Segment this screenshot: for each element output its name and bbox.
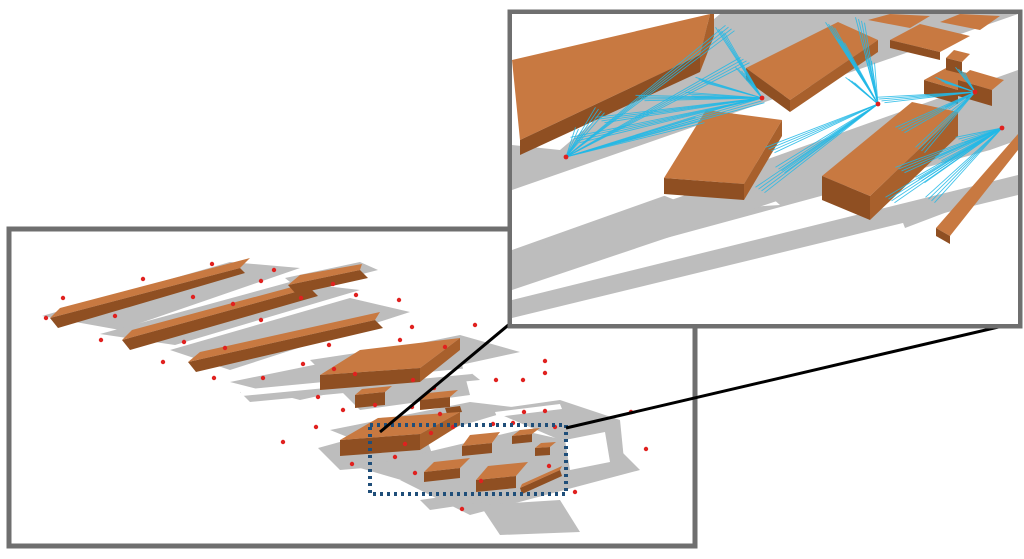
receiver-point	[44, 316, 48, 320]
receiver-point	[354, 293, 358, 297]
receiver-point	[259, 279, 263, 283]
receiver-point	[547, 464, 551, 468]
receiver-point	[543, 409, 547, 413]
receiver-point	[543, 359, 547, 363]
receiver-point	[973, 90, 978, 95]
receiver-point	[393, 455, 397, 459]
receiver-point	[231, 302, 235, 306]
receiver-point	[61, 296, 65, 300]
receiver-point	[113, 314, 117, 318]
receiver-point	[332, 367, 336, 371]
receiver-point	[564, 155, 569, 160]
receiver-point	[398, 338, 402, 342]
receiver-point	[316, 395, 320, 399]
receiver-point	[494, 378, 498, 382]
receiver-point	[350, 462, 354, 466]
receiver-point	[299, 296, 303, 300]
receiver-point	[543, 371, 547, 375]
receiver-point	[479, 479, 483, 483]
receiver-point	[261, 376, 265, 380]
receiver-point	[403, 442, 407, 446]
receiver-point	[438, 412, 442, 416]
receiver-point	[182, 340, 186, 344]
receiver-point	[99, 338, 103, 342]
receiver-point	[411, 378, 415, 382]
receiver-point	[573, 490, 577, 494]
receiver-point	[521, 378, 525, 382]
receiver-point	[876, 102, 881, 107]
receiver-point	[353, 372, 357, 376]
receiver-point	[644, 447, 648, 451]
receiver-point	[314, 425, 318, 429]
receiver-point	[397, 298, 401, 302]
receiver-point	[341, 408, 345, 412]
receiver-point	[161, 360, 165, 364]
receiver-point	[210, 262, 214, 266]
receiver-point	[413, 471, 417, 475]
receiver-point	[522, 410, 526, 414]
receiver-point	[760, 96, 765, 101]
receiver-point	[272, 268, 276, 272]
receiver-point	[141, 277, 145, 281]
receiver-point	[1000, 126, 1005, 131]
receiver-point	[331, 282, 335, 286]
receiver-point	[373, 403, 377, 407]
receiver-point	[429, 431, 433, 435]
receiver-point	[259, 318, 263, 322]
receiver-point	[410, 325, 414, 329]
receiver-point	[191, 295, 195, 299]
receiver-point	[473, 323, 477, 327]
receiver-point	[281, 440, 285, 444]
receiver-point	[443, 345, 447, 349]
receiver-point	[327, 343, 331, 347]
receiver-point	[223, 346, 227, 350]
zoom-detail	[510, 12, 1020, 326]
receiver-point	[212, 376, 216, 380]
receiver-point	[460, 507, 464, 511]
receiver-point	[301, 362, 305, 366]
